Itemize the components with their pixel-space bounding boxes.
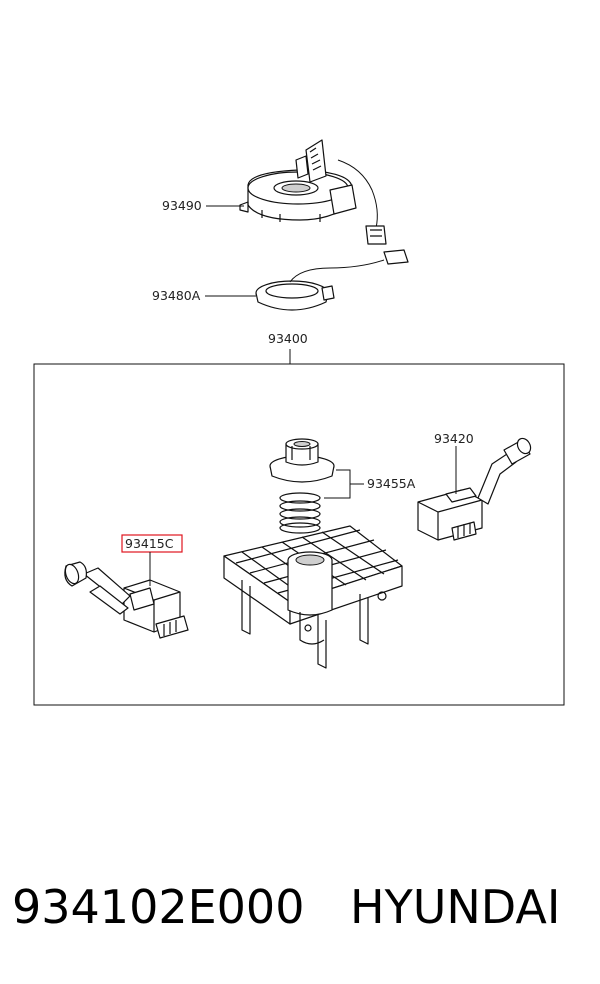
light-switch-part <box>64 561 189 639</box>
assembly-frame <box>33 363 565 706</box>
callout-93455a: 93455A <box>367 476 416 491</box>
callout-93415c-highlight <box>121 534 183 553</box>
callout-93490: 93490 <box>162 198 202 213</box>
horn-contact-part <box>255 249 409 311</box>
callout-93420: 93420 <box>434 431 474 446</box>
leader-93455a <box>324 469 364 499</box>
callout-93480a: 93480A <box>152 288 201 303</box>
switch-body-part <box>223 525 403 669</box>
cancel-cam-part <box>269 438 335 483</box>
callout-93415c: 93415C <box>125 536 174 551</box>
brand-name: HYUNDAI <box>350 880 561 934</box>
wiper-switch-part <box>417 437 532 541</box>
footer: 934102E000 HYUNDAI <box>0 872 600 952</box>
spring-part <box>279 492 321 534</box>
part-number: 934102E000 <box>12 880 305 934</box>
callout-93400: 93400 <box>268 331 308 346</box>
clock-spring-part <box>239 139 387 245</box>
